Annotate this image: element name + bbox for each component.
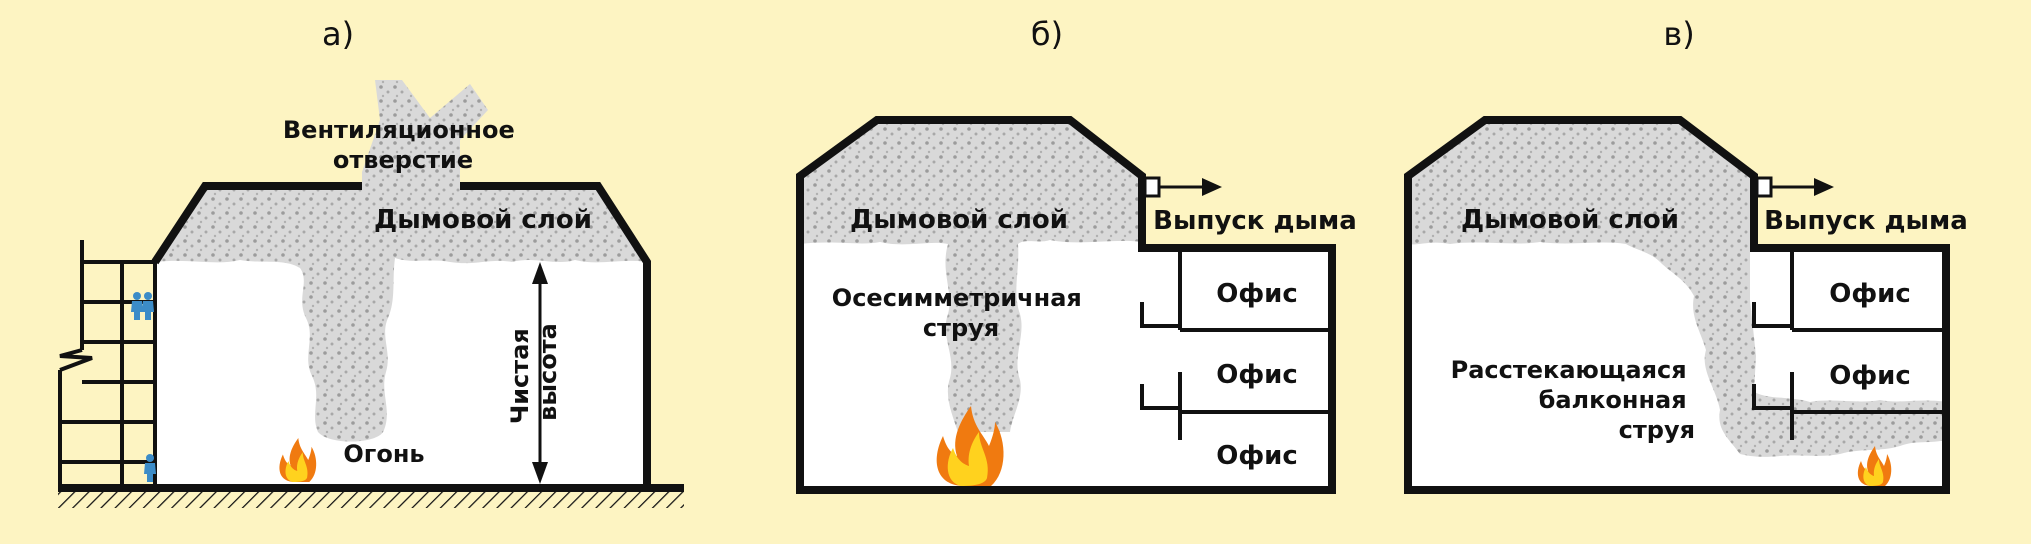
office-label: Офис [1829,279,1911,309]
office-floors [1140,252,1332,440]
panel-a-caption: а) [322,15,354,53]
smoke-region [1408,120,1946,457]
smoke-layer-label: Дымовой слой [374,205,592,235]
person-icon [131,292,143,320]
plume-label: Осесимметричная струя [832,284,1090,342]
office-floors [1752,252,1946,440]
panel-c-caption: в) [1663,15,1694,53]
roof-left [151,182,362,265]
building-outline [796,116,1336,494]
vent-label: Вентиляционное отверстие [283,116,523,174]
smoke-region [155,80,647,442]
person-icon [142,292,154,320]
exhaust-label: Выпуск дыма [1764,206,1968,236]
building-outline [1404,116,1950,494]
roof-right [460,182,651,486]
panel-b: б) Дымовой слой Выпуск дыма Осесимметр [796,15,1357,494]
panel-b-caption: б) [1031,15,1063,53]
exhaust-vent [1755,176,1773,198]
panel-a: а) [58,15,684,508]
clear-height-label: Чистая высота [506,320,562,424]
clear-height-arrow [532,262,548,484]
smoke-layer-label: Дымовой слой [850,205,1068,235]
arrow-right-icon [1159,178,1222,196]
office-label: Офис [1216,441,1298,471]
exhaust-label: Выпуск дыма [1153,206,1357,236]
smoke-layer-label: Дымовой слой [1461,205,1679,235]
plume-label: Расстекающаяся балконная струя [1451,356,1695,444]
office-label: Офис [1216,279,1298,309]
office-label: Офис [1216,360,1298,390]
arrow-right-icon [1771,178,1834,196]
balcony-structure [58,240,155,484]
panel-c: в) Дымовой слой Выпуск дыма Расстекающ [1404,15,1968,494]
office-label: Офис [1829,361,1911,391]
fire-label: Огонь [343,440,424,468]
smoke-region [800,120,1142,432]
ground-hatch [58,492,684,508]
ground-line [58,484,684,492]
exhaust-vent [1143,176,1161,198]
